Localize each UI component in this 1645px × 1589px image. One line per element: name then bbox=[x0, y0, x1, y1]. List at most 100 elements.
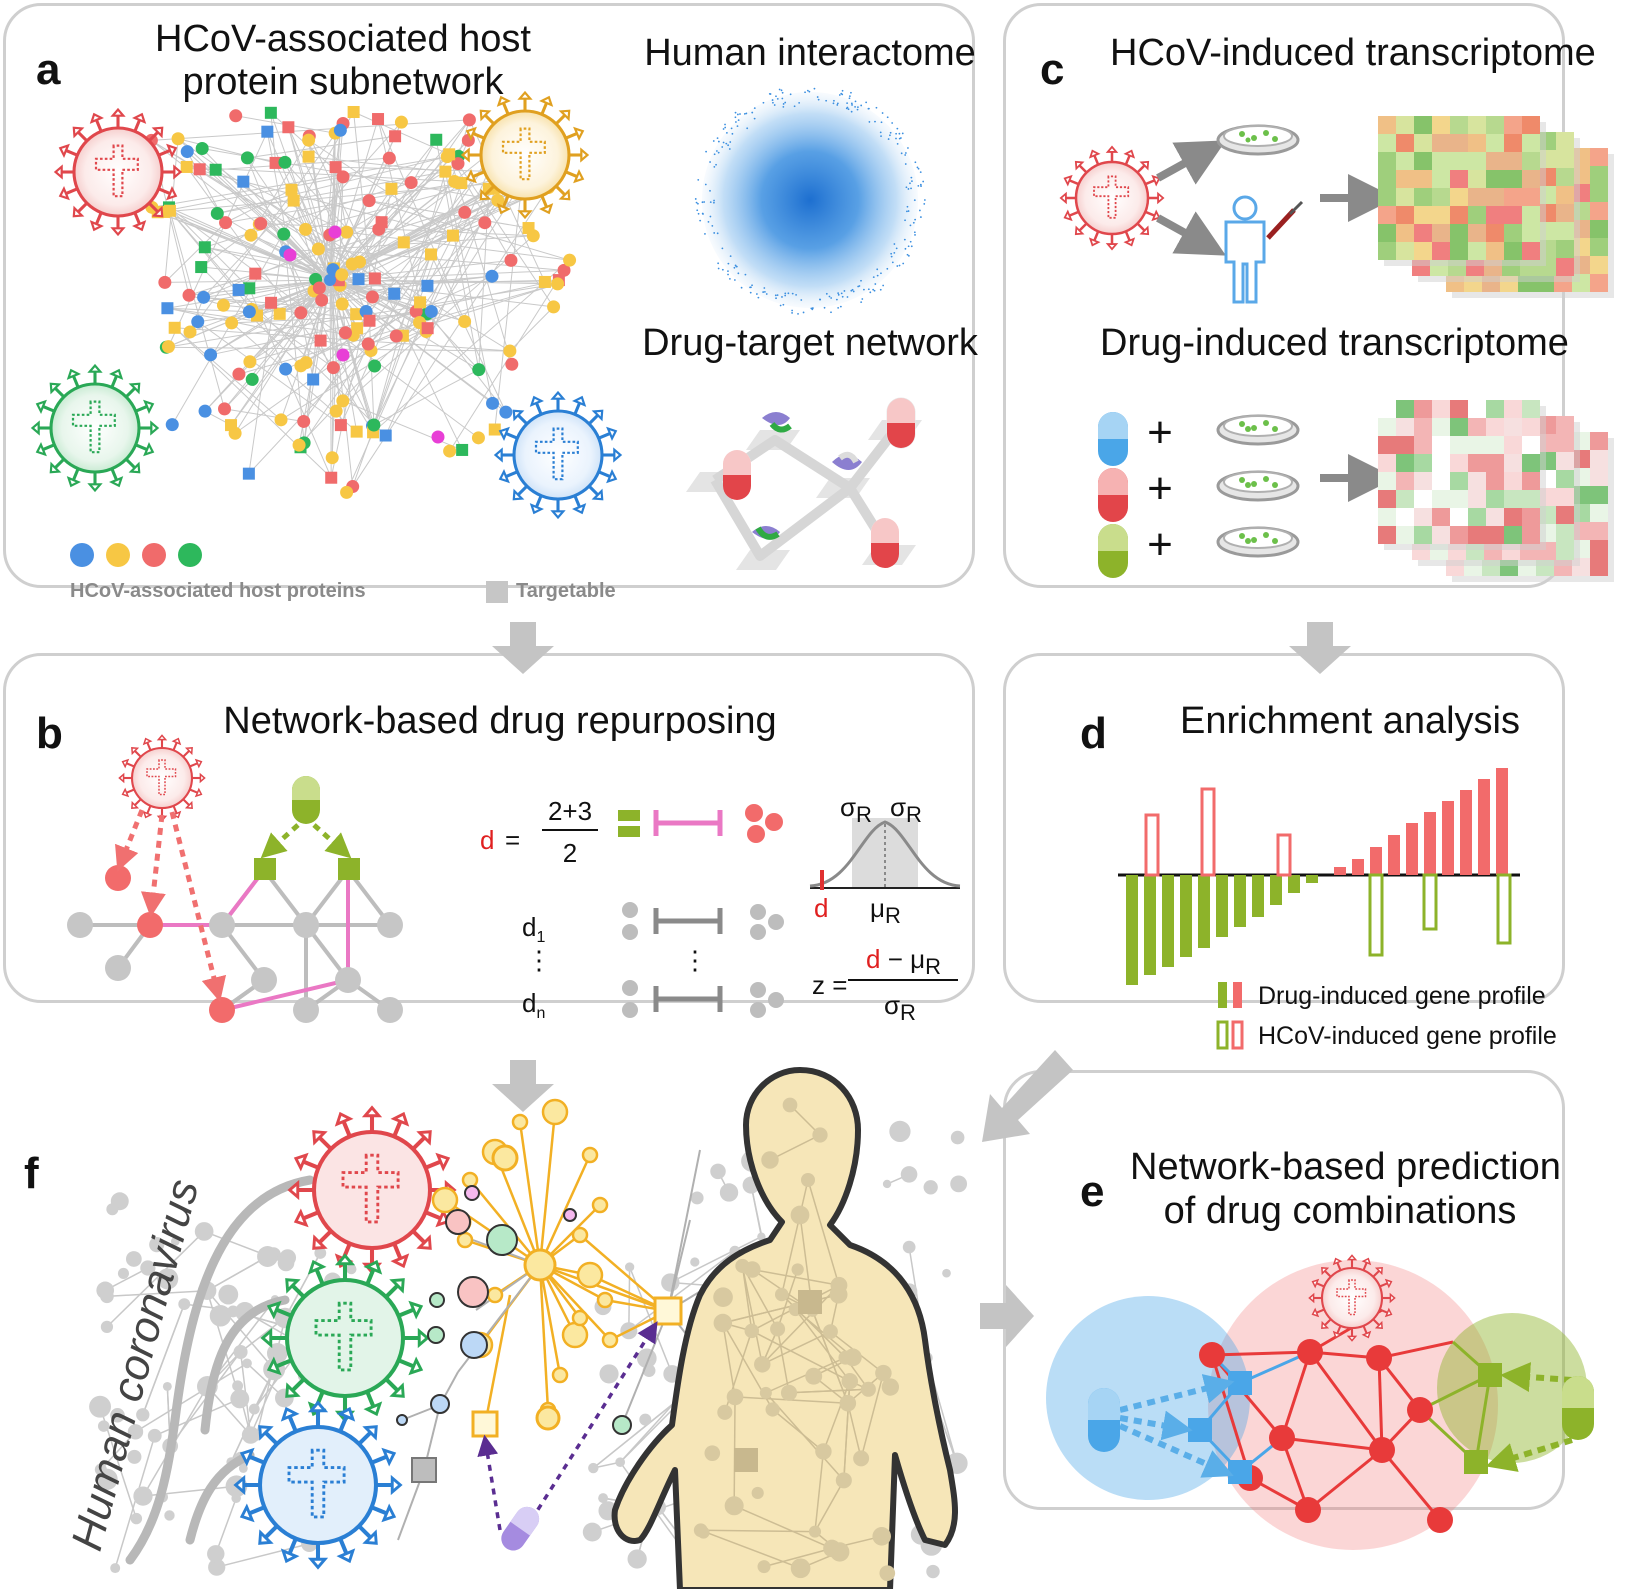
host-proteins-legend-label: HCoV-associated host proteins bbox=[70, 580, 366, 602]
f-host-node bbox=[460, 1331, 488, 1359]
protein-node bbox=[338, 326, 352, 340]
heatmap-cell bbox=[1378, 170, 1396, 188]
enrichment-legend-swatches bbox=[1216, 982, 1244, 1050]
f-gray-node bbox=[233, 1344, 248, 1359]
heatmap-cell bbox=[1432, 418, 1450, 436]
heatmap-cell bbox=[1378, 436, 1396, 454]
f-gray-node bbox=[900, 1166, 918, 1183]
z-score-lhs: z = bbox=[812, 970, 848, 1000]
f-gray-node bbox=[889, 1120, 911, 1143]
f-body-node bbox=[823, 1324, 838, 1340]
drug-pill-3-icon bbox=[871, 518, 899, 568]
protein-node bbox=[347, 105, 360, 118]
protein-node bbox=[368, 359, 382, 373]
f-body-node bbox=[774, 1287, 789, 1302]
mu-r: μR bbox=[870, 893, 901, 929]
protein-node bbox=[504, 253, 518, 267]
f-gray-node bbox=[238, 1464, 248, 1473]
f-host-node bbox=[464, 1185, 480, 1201]
protein-node bbox=[456, 443, 469, 456]
protein-node bbox=[372, 113, 385, 126]
panel-e-title-line2: of drug combinations bbox=[1163, 1190, 1517, 1232]
protein-node bbox=[335, 268, 349, 282]
protein-node bbox=[404, 176, 418, 190]
f-body-node bbox=[693, 1523, 708, 1538]
f-gray-node bbox=[89, 1395, 111, 1418]
heatmap-cell bbox=[1504, 188, 1522, 206]
f-gray-node bbox=[157, 1268, 179, 1290]
f-host-node bbox=[457, 1276, 489, 1308]
protein-node bbox=[326, 361, 340, 375]
heatmap-cell bbox=[1432, 134, 1450, 152]
panel-b-title: Network-based drug repurposing bbox=[223, 700, 777, 742]
drug-down-bar bbox=[1126, 875, 1138, 985]
protein-node bbox=[547, 300, 561, 314]
protein-node bbox=[361, 337, 375, 351]
protein-node bbox=[287, 194, 300, 207]
protein-node bbox=[431, 430, 445, 444]
f-gray-node bbox=[125, 1251, 142, 1267]
patient-icon bbox=[1224, 195, 1304, 304]
f-gray-node bbox=[133, 1486, 153, 1506]
protein-node bbox=[350, 425, 363, 438]
f-gray-node bbox=[207, 1545, 225, 1563]
f-body-node bbox=[770, 1321, 786, 1337]
protein-node bbox=[244, 228, 258, 242]
dist-d-marker: d bbox=[814, 893, 829, 923]
drug-down-bar bbox=[1180, 875, 1192, 957]
human-interactome-title: Human interactome bbox=[644, 32, 976, 74]
f-body-node bbox=[759, 1386, 772, 1399]
protein-structure-1-icon bbox=[762, 412, 792, 433]
f-body-node bbox=[704, 1445, 721, 1461]
f-gray-node bbox=[639, 1413, 652, 1426]
protein-node bbox=[251, 309, 264, 322]
protein-node bbox=[193, 163, 206, 176]
f-gray-node bbox=[257, 1246, 279, 1267]
heatmap-cell bbox=[1396, 526, 1414, 544]
phylogeny-lines bbox=[125, 1175, 315, 1565]
drug-transcriptome-title: Drug-induced transcriptome bbox=[1100, 322, 1569, 364]
hcov-up-bar bbox=[1144, 813, 1160, 877]
virus-green-icon bbox=[30, 363, 160, 493]
hcov-down-bar bbox=[1368, 873, 1384, 957]
protein-node bbox=[325, 471, 338, 484]
protein-node bbox=[394, 115, 408, 129]
heatmap-cell bbox=[1396, 134, 1414, 152]
drug-target-network-illustration bbox=[686, 397, 922, 570]
heatmap-cell bbox=[1396, 400, 1414, 418]
f-yellow-node bbox=[596, 1291, 614, 1309]
heatmap-cell bbox=[1414, 224, 1432, 242]
f-gray-node bbox=[147, 1428, 162, 1443]
drug-up-bar bbox=[1352, 859, 1364, 875]
heatmap-cell bbox=[1556, 150, 1574, 168]
f-gray-node bbox=[117, 1267, 130, 1279]
protein-node bbox=[351, 322, 364, 335]
heatmap-cell bbox=[1432, 508, 1450, 526]
hcov-down-bar bbox=[1422, 873, 1438, 931]
heatmap-cell bbox=[1504, 526, 1522, 544]
protein-node bbox=[538, 275, 551, 288]
heatmap-cell bbox=[1450, 152, 1468, 170]
protein-node bbox=[225, 316, 239, 330]
f-body-node bbox=[754, 1356, 771, 1373]
heatmap-cell bbox=[1486, 206, 1504, 224]
heatmap-cell bbox=[1468, 152, 1486, 170]
drug-pill-b-icon bbox=[292, 776, 320, 824]
f-host-node bbox=[612, 1415, 632, 1435]
panel-c-title: HCoV-induced transcriptome bbox=[1110, 32, 1596, 74]
f-body-node bbox=[761, 1151, 779, 1169]
drug-down-bar bbox=[1288, 875, 1300, 893]
virus-e-icon bbox=[1308, 1254, 1396, 1342]
f-host-node bbox=[427, 1326, 445, 1344]
heatmap-cell bbox=[1522, 400, 1540, 418]
arrow-c-to-d bbox=[1289, 622, 1351, 674]
heatmap-cell bbox=[1590, 558, 1608, 576]
heatmap-cell bbox=[1432, 454, 1450, 472]
protein-node bbox=[424, 248, 437, 261]
heatmap-cell bbox=[1450, 170, 1468, 188]
f-yellow-node bbox=[551, 1366, 569, 1384]
protein-node bbox=[334, 419, 347, 432]
virus-c-icon bbox=[1059, 145, 1165, 251]
f-body-node bbox=[790, 1558, 811, 1579]
f-gray-node bbox=[127, 1449, 142, 1464]
